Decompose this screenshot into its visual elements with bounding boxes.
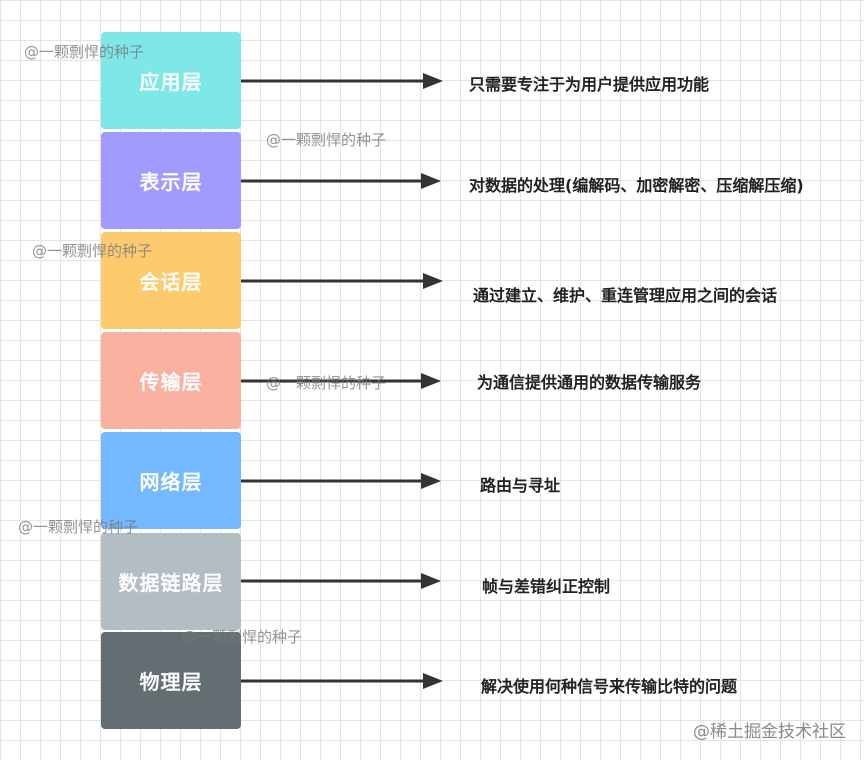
author-watermark: @一颗剽悍的种子	[266, 374, 387, 392]
author-watermark: @一颗剽悍的种子	[182, 628, 303, 646]
layer-application: 应用层	[101, 32, 241, 129]
author-watermark: @一颗剽悍的种子	[24, 43, 145, 61]
desc-session: 通过建立、维护、重连管理应用之间的会话	[473, 286, 778, 305]
layer-session: 会话层	[101, 232, 241, 329]
layer-physical: 物理层	[101, 632, 241, 729]
author-watermark: @一颗剽悍的种子	[266, 131, 387, 149]
layer-transport: 传输层	[101, 332, 241, 429]
desc-network: 路由与寻址	[480, 476, 561, 495]
desc-application: 只需要专注于为用户提供应用功能	[469, 75, 710, 94]
arrow-application	[241, 73, 443, 89]
arrow-data-link	[241, 573, 441, 589]
arrow-presentation	[241, 173, 441, 189]
desc-transport: 为通信提供通用的数据传输服务	[477, 373, 702, 392]
layer-presentation: 表示层	[101, 132, 241, 229]
arrow-network	[241, 473, 441, 489]
author-watermark: @一颗剽悍的种子	[18, 518, 139, 536]
arrow-transport	[241, 373, 441, 389]
site-watermark: @稀土掘金技术社区	[693, 722, 846, 742]
desc-data-link: 帧与差错纠正控制	[482, 577, 611, 596]
layer-data-link: 数据链路层	[101, 533, 241, 630]
desc-physical: 解决使用何种信号来传输比特的问题	[481, 677, 738, 696]
arrow-physical	[241, 673, 443, 689]
arrow-session	[241, 273, 443, 289]
desc-presentation: 对数据的处理(编解码、加密解密、压缩解压缩)	[469, 176, 804, 195]
author-watermark: @一颗剽悍的种子	[32, 242, 153, 260]
layer-network: 网络层	[101, 432, 241, 529]
